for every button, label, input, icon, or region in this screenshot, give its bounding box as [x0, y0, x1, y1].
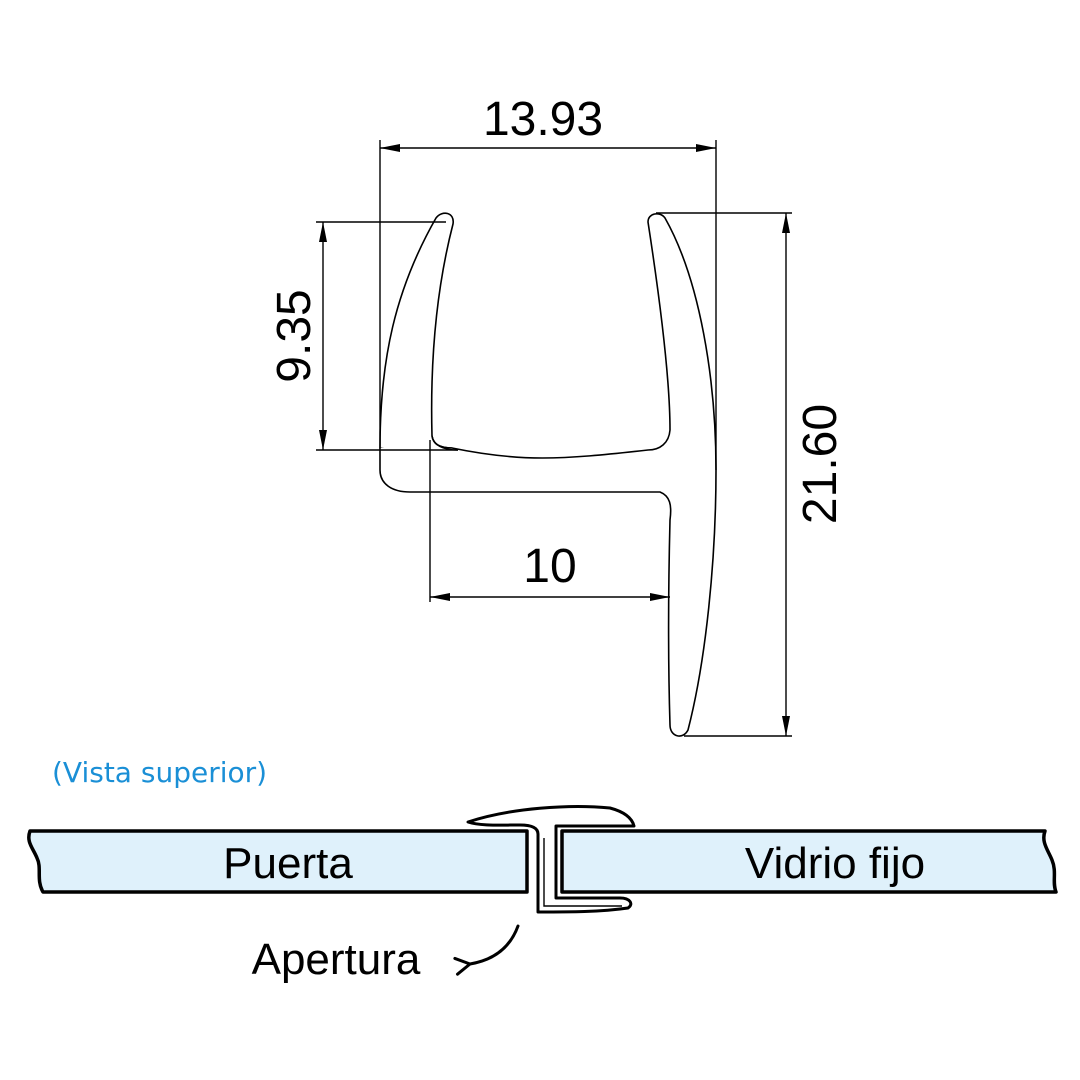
seal-inner-edge: [543, 838, 622, 907]
door-glass: [27, 829, 529, 894]
dimension-label-top-width: 13.93: [483, 93, 603, 146]
fixed-glass: [560, 829, 1058, 894]
dimension-left-height: 9.35: [268, 221, 458, 451]
dimension-right-height: 21.60: [656, 212, 847, 737]
door-label: Puerta: [223, 839, 353, 888]
seal-left-lip: [379, 212, 454, 449]
dimension-label-right-height: 21.60: [794, 404, 847, 524]
top-view: Puerta Vidrio fijo Apertura: [27, 805, 1058, 984]
seal-body: [379, 213, 717, 737]
seal-top-view: [466, 805, 636, 914]
opening-label: Apertura: [252, 935, 421, 984]
opening-arrow-icon: [453, 924, 520, 976]
fixed-glass-label: Vidrio fijo: [745, 839, 925, 888]
top-view-caption: (Vista superior): [52, 756, 267, 789]
dimension-label-left-height: 9.35: [268, 289, 321, 382]
dimension-top-width: 13.93: [379, 93, 717, 470]
dimension-label-inner-width: 10: [523, 540, 576, 593]
dimension-inner-width: 10: [429, 440, 670, 602]
seal-profile: [379, 212, 717, 737]
